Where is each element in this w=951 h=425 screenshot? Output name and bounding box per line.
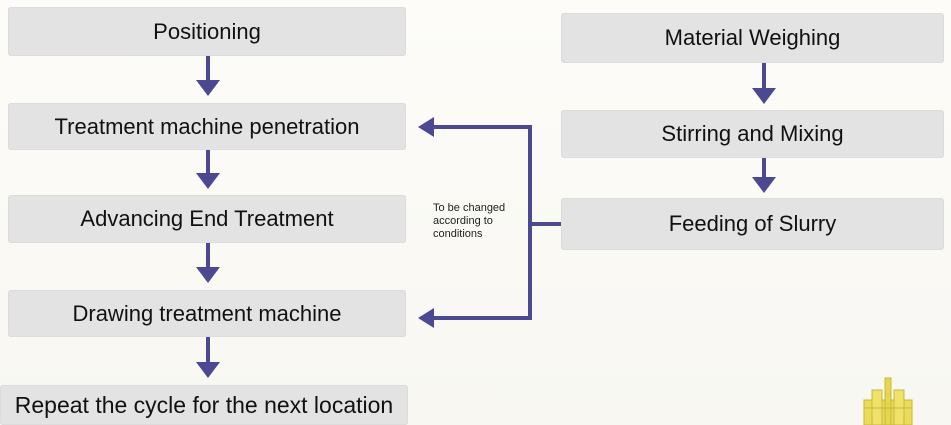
arrow-to-drawing <box>418 308 434 328</box>
step-material-weighing: Material Weighing <box>561 13 944 63</box>
arrow-stirring-to-feeding <box>752 158 776 193</box>
feedback-bracket <box>418 117 561 328</box>
yellow-structure-icon <box>863 377 913 425</box>
arrow-advancing-to-drawing <box>196 243 220 283</box>
step-drawing-label: Drawing treatment machine <box>72 300 342 326</box>
step-repeat-label: Repeat the cycle for the next location <box>14 391 394 418</box>
step-weighing-label: Material Weighing <box>664 25 841 50</box>
condition-note: To be changed according to conditions <box>433 202 506 240</box>
arrow-weighing-to-stirring <box>752 63 776 104</box>
step-drawing-treatment-machine: Drawing treatment machine <box>8 290 406 337</box>
step-penetration-label: Treatment machine penetration <box>54 113 360 139</box>
step-positioning: Positioning <box>8 7 406 56</box>
step-stirring-label: Stirring and Mixing <box>661 121 844 146</box>
arrow-positioning-to-penetration <box>196 56 220 96</box>
arrow-drawing-to-repeat <box>196 337 220 378</box>
arrow-to-penetration <box>418 117 434 137</box>
step-repeat-cycle: Repeat the cycle for the next location <box>0 385 408 425</box>
step-positioning-label: Positioning <box>153 18 261 44</box>
step-feeding-label: Feeding of Slurry <box>668 211 837 236</box>
step-advancing-end-treatment: Advancing End Treatment <box>8 195 406 243</box>
step-treatment-machine-penetration: Treatment machine penetration <box>8 103 406 150</box>
arrow-penetration-to-advancing <box>196 150 220 189</box>
step-feeding-of-slurry: Feeding of Slurry <box>561 198 944 250</box>
step-stirring-and-mixing: Stirring and Mixing <box>561 110 944 158</box>
step-advancing-label: Advancing End Treatment <box>80 206 334 231</box>
